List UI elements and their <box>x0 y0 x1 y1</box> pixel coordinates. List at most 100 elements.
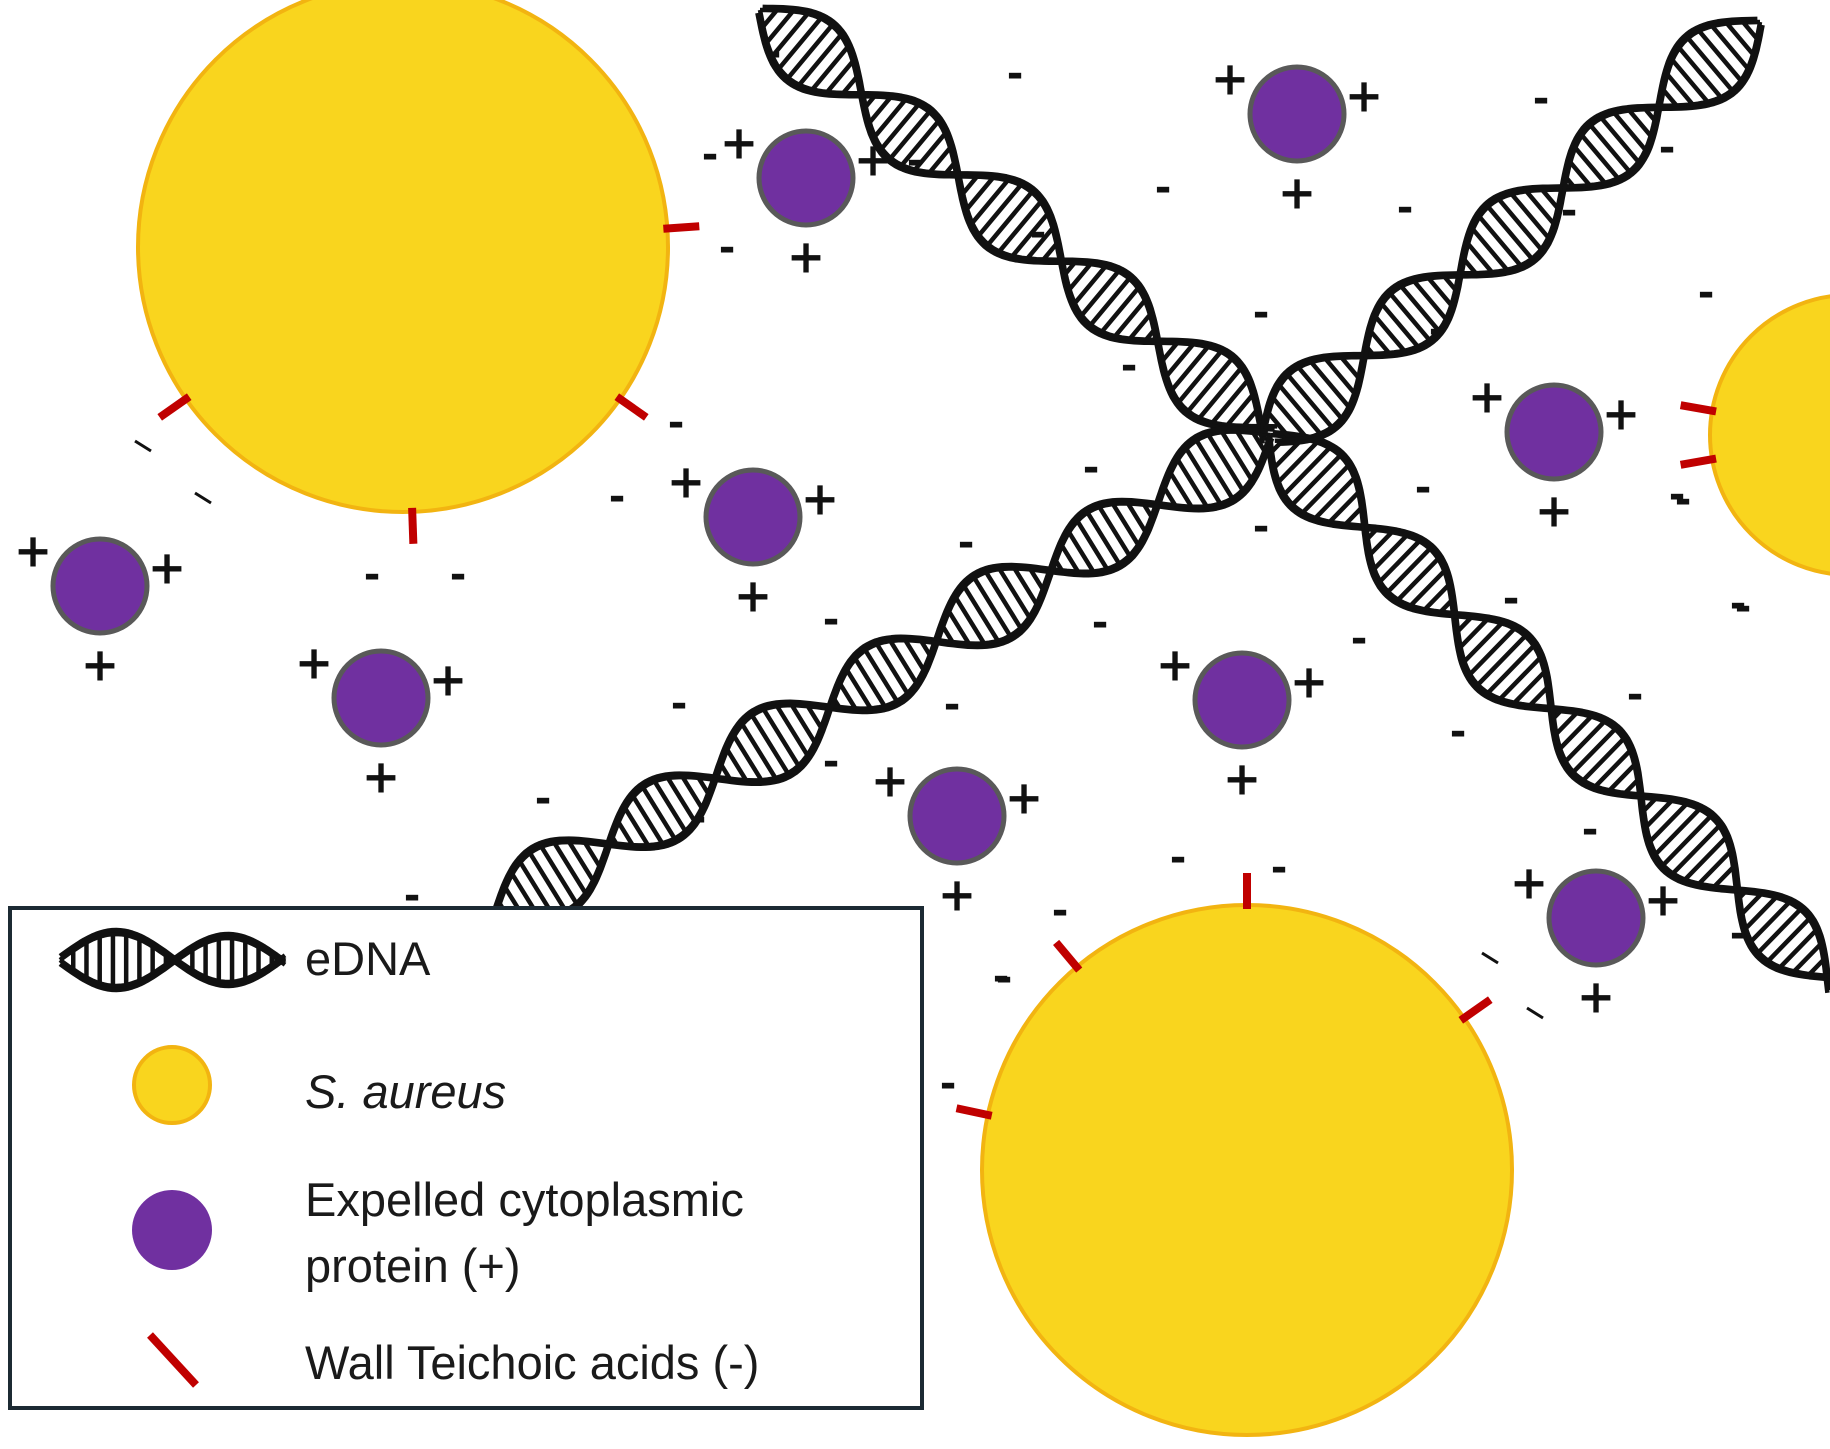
base-pair <box>1290 454 1342 507</box>
positive-charge: + <box>734 569 773 623</box>
base-pair <box>1073 516 1112 574</box>
base-pair <box>1486 644 1536 695</box>
negative-charge: - <box>765 30 782 76</box>
wall-teichoic-acid <box>408 507 418 544</box>
negative-charge: - <box>1669 472 1686 518</box>
base-pair <box>761 708 801 767</box>
wall-teichoic-acid <box>663 222 700 233</box>
positive-charge: + <box>787 230 826 284</box>
wall-teichoic-acid <box>1053 939 1083 973</box>
base-pair <box>775 704 810 757</box>
base-pair <box>1197 367 1243 420</box>
dna-backbone <box>760 7 1266 445</box>
negative-charge: - <box>1253 504 1270 550</box>
expelled-protein <box>1504 382 1604 482</box>
base-pair <box>810 45 850 91</box>
base-pair <box>1186 357 1234 413</box>
wall-teichoic-acid <box>1679 454 1717 469</box>
edna-strand <box>755 4 1278 445</box>
negative-charge <box>1481 951 1499 965</box>
negative-charge: - <box>1503 576 1520 622</box>
base-pair <box>1746 897 1794 946</box>
base-pair <box>1041 242 1059 261</box>
base-pair <box>1570 143 1610 188</box>
positive-charge: + <box>871 754 910 808</box>
base-pair <box>1577 130 1623 183</box>
base-pair <box>977 183 1023 237</box>
base-pair <box>1741 893 1781 933</box>
negative-charge: - <box>944 682 961 728</box>
base-pair <box>1012 567 1039 606</box>
base-pair <box>1789 940 1825 976</box>
base-pair <box>1369 531 1411 574</box>
base-pair <box>1468 626 1517 676</box>
base-pair <box>1339 356 1361 379</box>
base-pair <box>777 17 823 70</box>
legend-label-edna: eDNA <box>305 932 431 985</box>
negative-charge: - <box>1155 165 1172 211</box>
base-pair <box>1296 366 1344 420</box>
base-pair <box>1235 430 1261 468</box>
negative-charge: - <box>940 1061 957 1107</box>
expelled-protein <box>1546 868 1646 968</box>
dna-backbone <box>457 434 1273 920</box>
base-pair <box>1725 22 1755 56</box>
positive-charge: + <box>1345 69 1384 123</box>
dna-backbone <box>1272 429 1830 979</box>
base-pair <box>886 636 921 688</box>
dna-backbone <box>1269 432 1830 982</box>
base-pair <box>1175 458 1209 508</box>
charge-signs: +++++++++++++++++++++++++++-------------… <box>14 30 1752 1107</box>
base-pair <box>583 841 602 868</box>
proteins-layer <box>50 64 1646 968</box>
wall-teichoic-acid <box>157 393 192 421</box>
base-pair <box>1741 20 1759 40</box>
base-pair <box>1065 259 1095 294</box>
negative-charge: - <box>450 552 467 598</box>
base-pair <box>1251 431 1267 453</box>
dna-helix-icon <box>58 927 287 993</box>
dna-backbone <box>58 935 287 993</box>
base-pair <box>797 33 843 87</box>
negative-charge: - <box>1030 210 1047 256</box>
base-pair <box>1184 447 1223 505</box>
positive-charge: + <box>1602 387 1641 441</box>
base-pair <box>528 851 568 912</box>
expelled-protein <box>703 467 803 567</box>
base-pair <box>750 714 790 775</box>
legend-label-s-aureus: S. aureus <box>305 1065 506 1118</box>
positive-charge: + <box>295 636 334 690</box>
base-pair <box>621 803 653 850</box>
base-pair <box>639 783 679 844</box>
base-pair <box>1377 299 1423 351</box>
positive-charge: + <box>667 455 706 509</box>
base-pair <box>1466 242 1494 274</box>
expelled-protein <box>50 536 150 636</box>
dna-backbone <box>757 9 1278 429</box>
base-pair <box>1697 29 1743 82</box>
base-pair <box>843 665 875 713</box>
base-pair <box>1220 430 1254 481</box>
protein-icon <box>132 1190 212 1270</box>
base-pair <box>1610 108 1650 155</box>
dna-backbone <box>1277 24 1765 447</box>
negative-charge: - <box>719 225 736 271</box>
base-pair <box>1486 205 1534 261</box>
s-aureus-cell <box>1708 294 1830 576</box>
base-pair <box>1110 295 1150 341</box>
base-pair <box>1371 312 1409 356</box>
dna-backbone <box>755 12 1275 432</box>
base-pair <box>678 772 706 813</box>
base-pair <box>1644 799 1674 829</box>
base-pair <box>761 8 779 28</box>
edna-strand <box>457 425 1275 951</box>
negative-charge: - <box>668 400 685 446</box>
base-pair <box>1775 926 1821 972</box>
base-pair <box>1267 411 1293 442</box>
negative-charge: - <box>1659 125 1676 171</box>
negative-charge: - <box>907 138 924 184</box>
base-pair <box>1697 850 1732 886</box>
base-pair <box>539 845 579 905</box>
negative-charge: - <box>1121 343 1138 389</box>
base-pair <box>910 129 950 175</box>
